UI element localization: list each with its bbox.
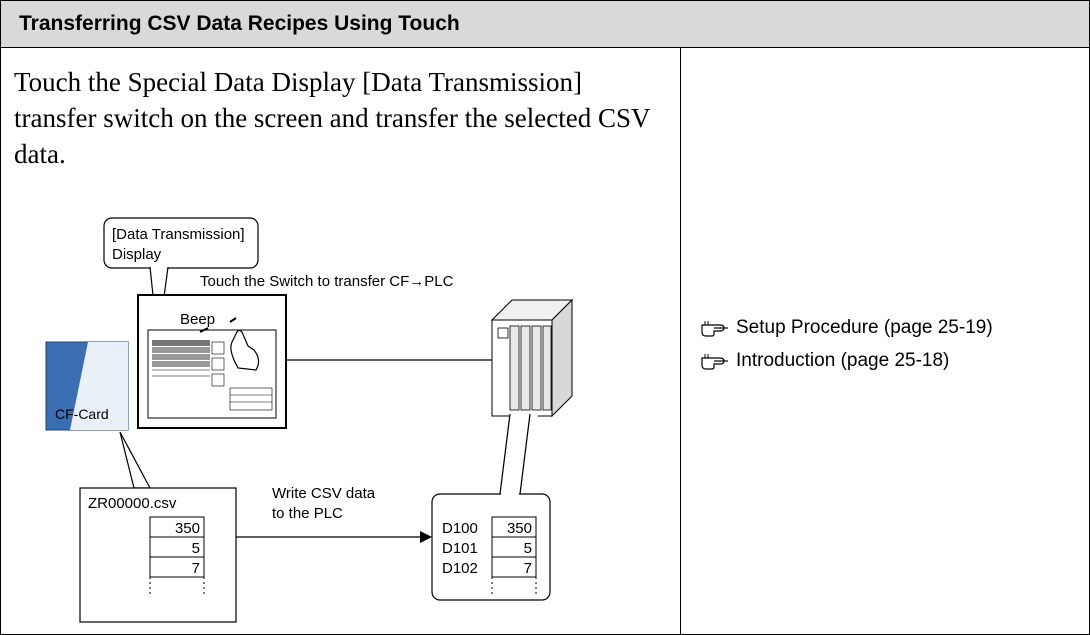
touch-label: Touch the Switch to transfer CF→PLC [200, 273, 454, 290]
csv-value: 350 [175, 520, 200, 537]
pointing-hand-icon [701, 354, 728, 370]
reference-link-setup-procedure[interactable]: Setup Procedure (page 25-19) [700, 315, 993, 341]
touch-panel-illustration: Beep [137, 294, 287, 429]
section-header: Transferring CSV Data Recipes Using Touc… [0, 0, 1090, 48]
section-title: Transferring CSV Data Recipes Using Touc… [19, 12, 460, 35]
plc-address: D102 [442, 560, 478, 577]
plc-value: 350 [507, 520, 532, 537]
callout-display-line1: [Data Transmission] [112, 226, 245, 243]
csv-value: 7 [192, 560, 200, 577]
csv-file-callout: ZR00000.csv 350 5 7 [79, 431, 237, 623]
reference-link-introduction[interactable]: Introduction (page 25-18) [700, 348, 949, 374]
csv-value: 5 [192, 540, 200, 557]
plc-illustration [490, 298, 574, 418]
reference-label: Introduction (page 25-18) [736, 350, 950, 371]
reference-label: Setup Procedure (page 25-19) [736, 317, 993, 338]
cf-card-illustration: CF-Card [45, 341, 129, 431]
plc-address: D101 [442, 540, 478, 557]
pointing-hand-icon [701, 321, 728, 337]
plc-address: D100 [442, 520, 478, 537]
beep-label: Beep [180, 311, 215, 328]
plc-memory-callout: D100 D101 D102 350 5 7 [431, 413, 551, 601]
callout-display-line2: Display [112, 246, 162, 263]
column-divider [680, 48, 681, 635]
description-text: Touch the Special Data Display [Data Tra… [14, 67, 651, 169]
csv-file-name: ZR00000.csv [88, 495, 177, 512]
write-arrow: Write CSV data to the PLC [236, 485, 432, 543]
plc-value: 7 [524, 560, 532, 577]
cf-card-label: CF-Card [55, 406, 109, 422]
transfer-diagram: [Data Transmission] Display Touch the Sw… [45, 217, 574, 623]
arrow-label-line1: Write CSV data [272, 485, 376, 502]
plc-value: 5 [524, 540, 532, 557]
arrow-label-line2: to the PLC [272, 505, 343, 522]
